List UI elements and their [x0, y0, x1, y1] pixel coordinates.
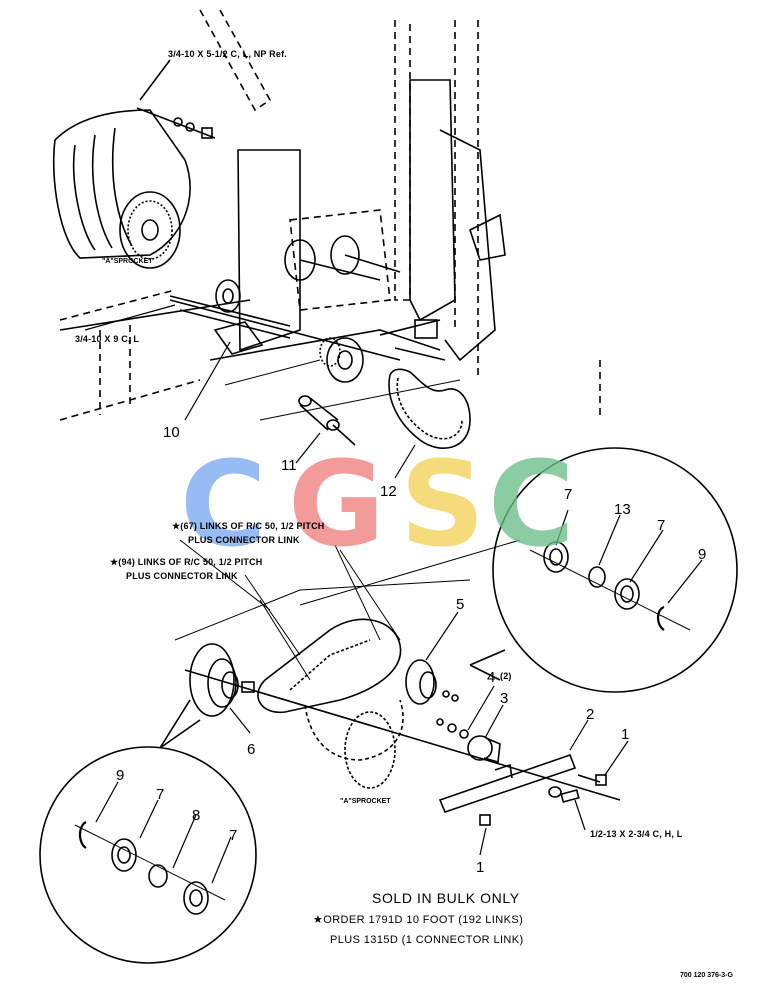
callout-7-left-a: 7 [156, 786, 165, 803]
callout-13: 13 [614, 501, 631, 518]
watermark-letter-g: G [288, 435, 385, 573]
callout-4-qty: (2) [500, 671, 512, 681]
part-12-chain-loop [388, 368, 471, 449]
watermark-letter-c1: C [180, 435, 267, 573]
callout-3: 3 [500, 690, 509, 707]
callout-1-right: 1 [621, 726, 630, 743]
label-links-94-line2: PLUS CONNECTOR LINK [126, 571, 238, 581]
callout-7-right-a: 7 [564, 486, 573, 503]
main-shaft [169, 279, 401, 383]
note-order: ★ORDER 1791D 10 FOOT (192 LINKS) [313, 914, 524, 926]
callout-8: 8 [192, 807, 201, 824]
callout-9-left: 9 [116, 767, 125, 784]
callout-11: 11 [281, 457, 297, 474]
label-links-94-line1: ★(94) LINKS OF R/C 50, 1/2 PITCH [110, 558, 263, 567]
label-links-67-line1: ★(67) LINKS OF R/C 50, 1/2 PITCH [172, 522, 325, 531]
callout-7-right-b: 7 [657, 517, 666, 534]
callout-7-left-b: 7 [229, 827, 238, 844]
callout-12: 12 [380, 483, 397, 500]
bolt-top-ref [136, 59, 216, 139]
label-bolt-ref: 3/4-10 X 5-1/2 C, L, NP Ref. [168, 49, 287, 59]
callout-2: 2 [586, 706, 595, 723]
star-icon: ★ [110, 557, 119, 567]
center-gearbox [284, 235, 446, 361]
note-sold-in-bulk: SOLD IN BULK ONLY [372, 890, 520, 906]
part-11-spacer [298, 395, 356, 446]
lower-assembly [184, 618, 621, 826]
leader-lines [84, 304, 703, 884]
links-67-text: (67) LINKS OF R/C 50, 1/2 PITCH [180, 521, 325, 531]
watermark-letter-s: S [400, 435, 485, 573]
gearbox-pulley [52, 109, 191, 269]
frame-solid-lines [59, 79, 506, 362]
watermark-letter-c2: C [488, 435, 575, 573]
label-sprocket-a-top: "A"SPROCKET [102, 258, 153, 265]
machine-frame [59, 9, 601, 421]
callout-5: 5 [456, 596, 465, 613]
detail-circle-left [39, 699, 257, 964]
callout-4: 4 [487, 669, 496, 686]
callout-6: 6 [247, 741, 256, 758]
callout-9-right: 9 [698, 546, 707, 563]
callout-10: 10 [163, 424, 180, 441]
label-bolt-bottom: 1/2-13 X 2-3/4 C, H, L [590, 829, 683, 839]
drawing-code: 700 120 376-3-G [680, 972, 733, 979]
callout-1-bottom: 1 [476, 859, 485, 876]
chain-leader-lines [244, 544, 381, 656]
star-icon: ★ [172, 521, 181, 531]
links-94-text: (94) LINKS OF R/C 50, 1/2 PITCH [118, 557, 263, 567]
detail-circle-right [469, 447, 738, 693]
label-sprocket-a-bottom: "A"SPROCKET [340, 798, 391, 805]
label-bolt-9c: 3/4-10 X 9 C, L [75, 334, 140, 344]
projection-lines [174, 359, 521, 681]
note-plus: PLUS 1315D (1 CONNECTOR LINK) [330, 934, 524, 946]
label-links-67-line2: PLUS CONNECTOR LINK [188, 535, 300, 545]
